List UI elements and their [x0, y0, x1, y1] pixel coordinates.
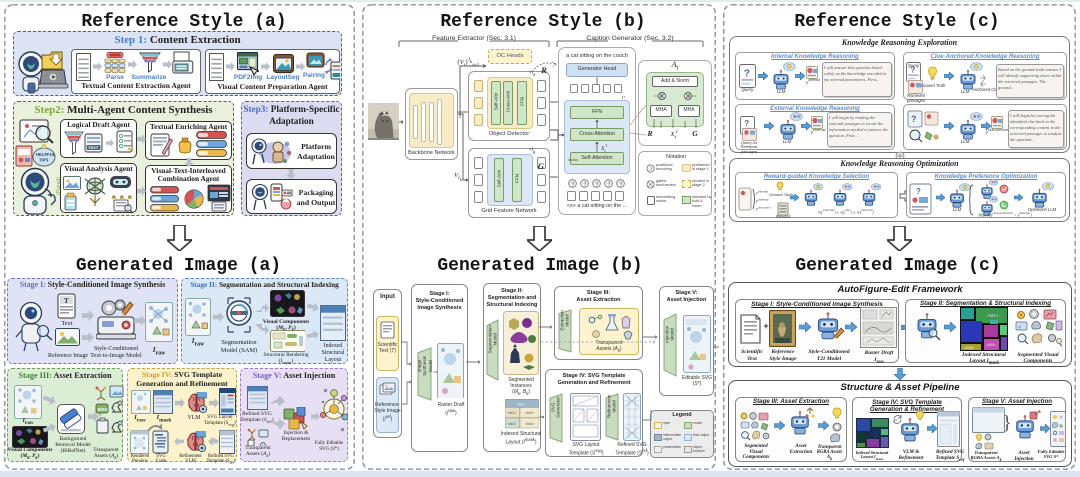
svg-text:<td4>: <td4> — [525, 422, 534, 426]
svg-text:Q: Q — [1018, 324, 1021, 329]
svg-text:<td1>: <td1> — [507, 411, 516, 415]
svg-text:?: ? — [911, 114, 917, 124]
svg-text:<M1>: <M1> — [987, 313, 999, 318]
svg-text:HELPFUL: HELPFUL — [36, 152, 56, 157]
svg-text:yclue-anch: yclue-anch — [755, 206, 771, 212]
svg-text:?: ? — [744, 68, 750, 79]
svg-text:<M3>: <M3> — [964, 345, 975, 350]
svg-text:?: ? — [744, 119, 749, 128]
svg-text:?: ? — [916, 187, 921, 196]
svg-text:<M4>: <M4> — [986, 342, 997, 347]
svg-text:TEXT: TEXT — [88, 145, 99, 150]
svg-text:<td3>: <td3> — [507, 422, 516, 426]
svg-text:yexternal: yexternal — [755, 198, 769, 204]
svg-text:?: ? — [910, 64, 915, 74]
svg-text:<th>: <th> — [517, 402, 526, 407]
svg-text:TIPS: TIPS — [39, 158, 49, 163]
svg-text:yinternal: yinternal — [755, 190, 768, 196]
svg-text:T: T — [64, 297, 69, 305]
svg-text:<td2>: <td2> — [525, 411, 534, 415]
svg-text:MSG: MSG — [98, 407, 109, 412]
